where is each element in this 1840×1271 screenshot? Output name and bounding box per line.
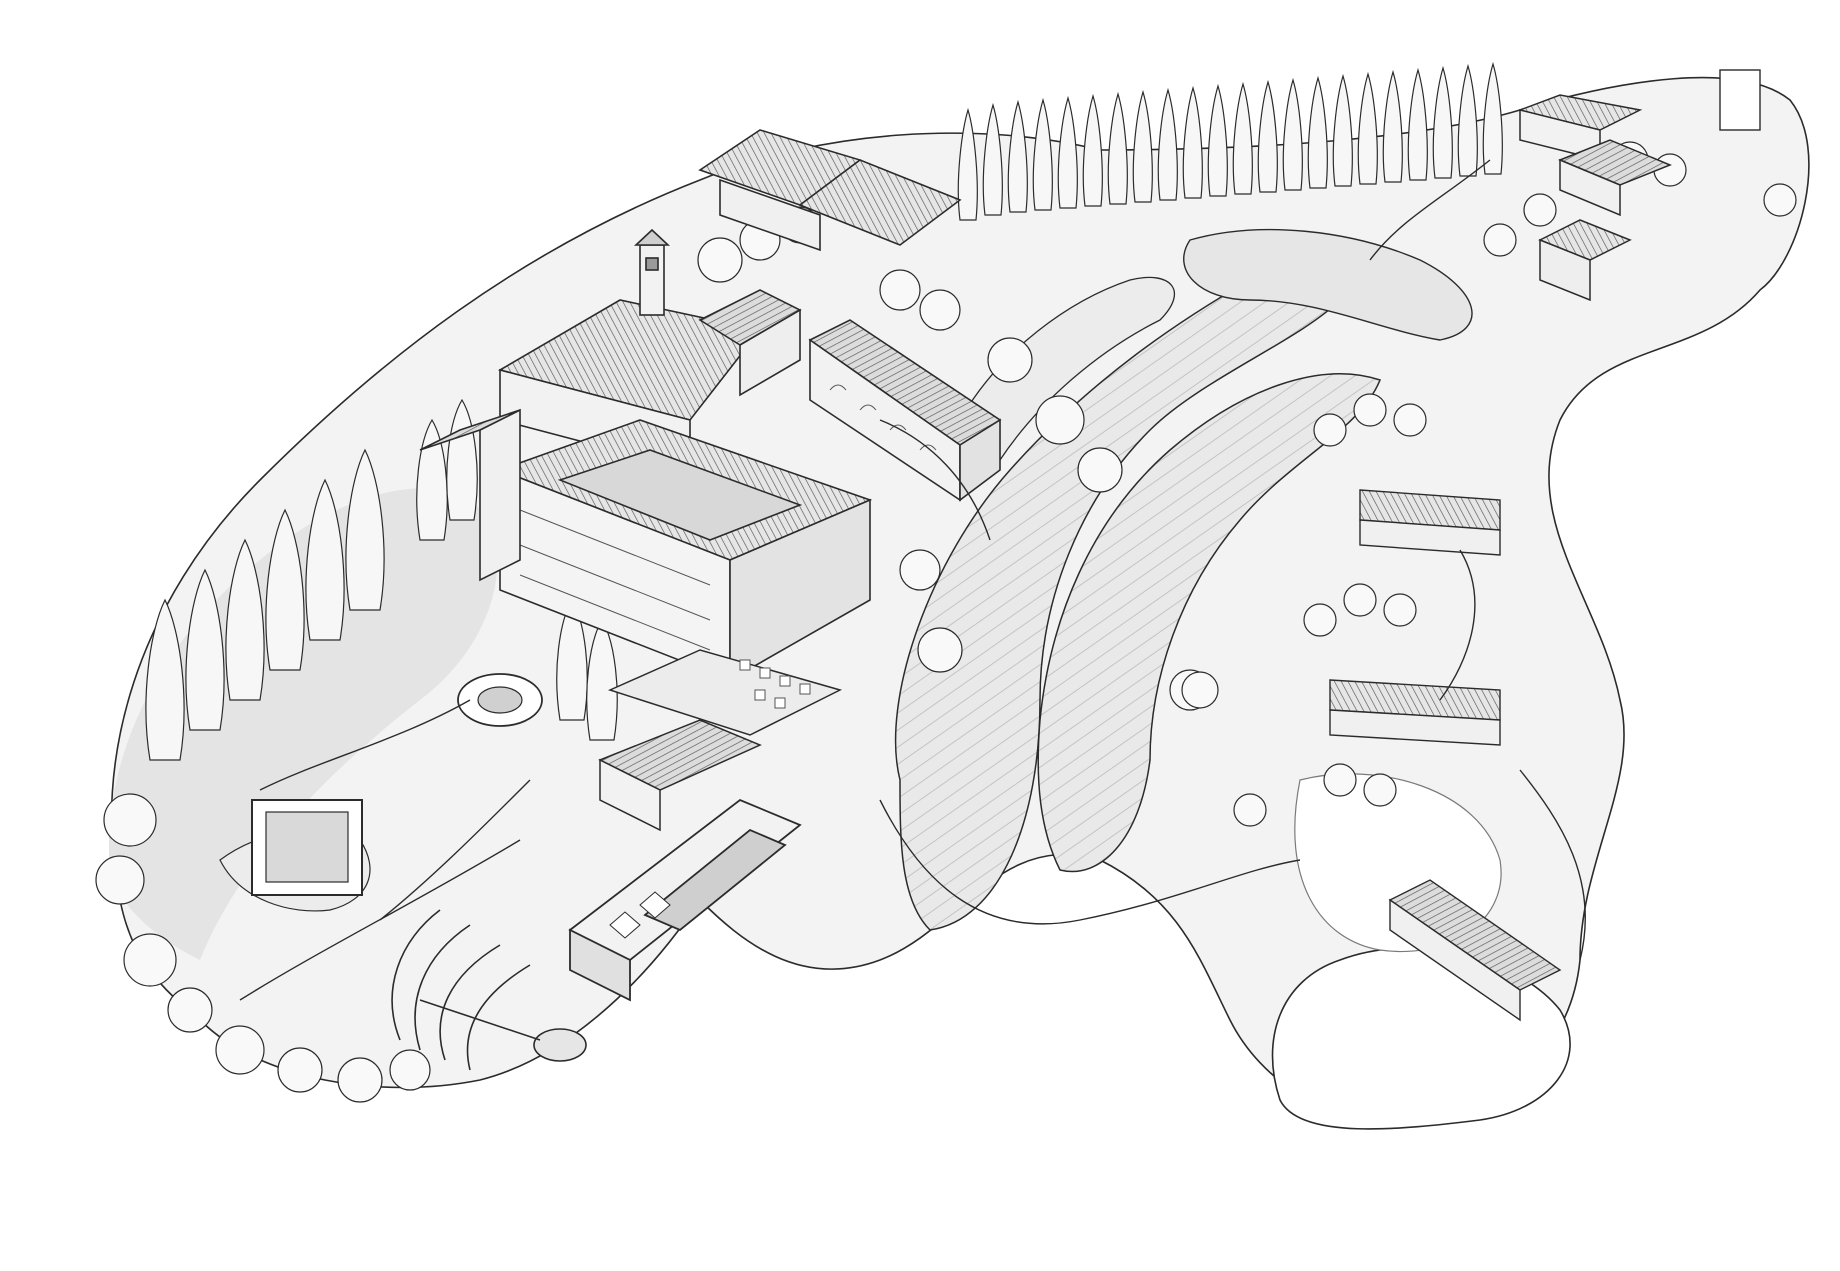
- cottage-row-lower: [1388, 879, 1562, 1022]
- swimming-pool: [568, 798, 802, 1002]
- cypress-avenue: [957, 61, 1503, 221]
- courtyard-building: [598, 649, 843, 832]
- estate-paths: [879, 159, 1586, 961]
- amphitheatre: [391, 909, 587, 1071]
- bell-tower: [633, 228, 671, 316]
- cottage-row-upper: [1359, 489, 1501, 556]
- orangery-wing: [808, 319, 1002, 502]
- formal-garden: [219, 673, 543, 1001]
- square-pond: [251, 799, 363, 896]
- north-barns: [698, 129, 962, 252]
- orchard: [95, 141, 1797, 1103]
- hilltop-farmhouses: [1517, 69, 1761, 302]
- cottage-row-middle: [1329, 679, 1501, 746]
- round-fountain: [457, 673, 543, 727]
- cypress-grove: [145, 398, 618, 761]
- hill-shadow-left: [108, 488, 498, 960]
- main-villa-complex: [419, 289, 873, 682]
- terraced-vineyard: [894, 228, 1473, 931]
